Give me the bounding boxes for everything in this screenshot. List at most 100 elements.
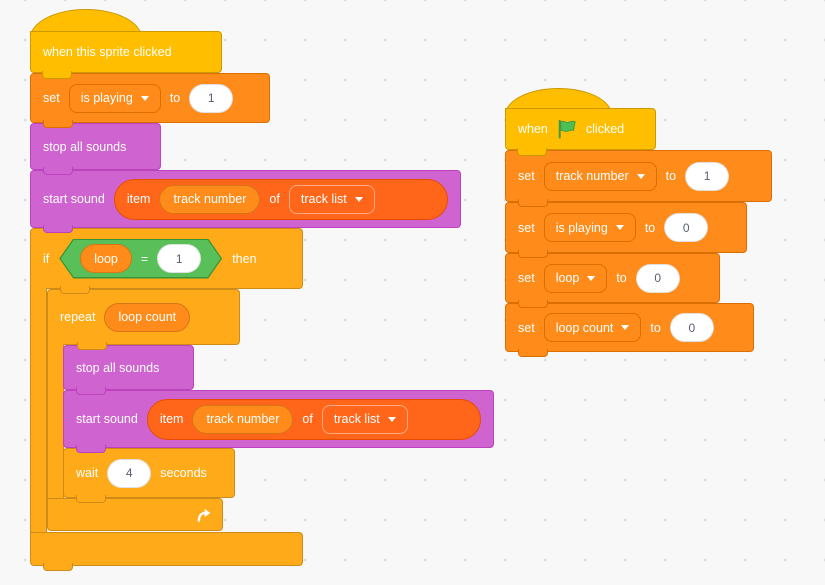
value-text: 1: [703, 169, 711, 183]
list-item-of-block[interactable]: item track number of track list: [113, 178, 448, 220]
block-connector-tab: [518, 300, 548, 308]
block-set-loop-count[interactable]: set loop count to 0: [505, 303, 754, 357]
block-when-flag-clicked[interactable]: when clicked: [505, 88, 656, 156]
block-connector-tab: [76, 445, 106, 453]
to-label: to: [644, 220, 656, 235]
block-connector-tab: [518, 250, 548, 258]
repeat-label: repeat: [60, 310, 96, 324]
dropdown-track-number[interactable]: track number: [543, 161, 657, 191]
equals-sign: =: [140, 251, 149, 266]
c-mouth-connector-tab: [77, 342, 107, 350]
block-repeat-header[interactable]: repeat loop count: [47, 289, 240, 350]
value-text: 0: [654, 271, 662, 285]
dropdown-is-playing[interactable]: is playing: [543, 213, 636, 242]
seconds-label: seconds: [160, 466, 207, 480]
if-label: if: [43, 251, 50, 266]
of-label: of: [302, 412, 313, 426]
set-label: set: [43, 91, 60, 105]
if-arm[interactable]: [30, 288, 47, 533]
value-text: 0: [682, 220, 690, 235]
block-connector-tab: [76, 495, 106, 503]
loop-arrow-icon: [197, 508, 211, 522]
set-label: set: [518, 271, 535, 285]
block-label: start sound: [43, 192, 105, 206]
variable-label: track number: [173, 192, 247, 206]
to-label: to: [616, 271, 627, 285]
dropdown-value: is playing: [80, 91, 133, 105]
dropdown-loop-count[interactable]: loop count: [543, 313, 642, 342]
dropdown-caret-icon: [354, 196, 363, 202]
block-start-sound-2[interactable]: start sound item track number of track l…: [63, 390, 494, 453]
block-connector-tab: [42, 71, 72, 79]
variable-pill-loop-count[interactable]: loop count: [104, 302, 191, 332]
block-label: stop all sounds: [43, 139, 127, 154]
dropdown-value: track list: [333, 412, 380, 426]
dropdown-value: is playing: [555, 220, 608, 235]
dropdown-caret-icon: [587, 275, 596, 281]
dropdown-caret-icon: [615, 225, 624, 230]
variable-pill-track-number[interactable]: track number: [159, 184, 261, 214]
of-label: of: [269, 192, 280, 206]
dropdown-caret-icon: [387, 416, 396, 422]
block-connector-tab: [76, 387, 106, 395]
variable-label: track number: [206, 412, 280, 426]
value-input[interactable]: 1: [189, 83, 234, 113]
value-text: 1: [175, 251, 183, 266]
operator-equals-block[interactable]: loop = 1: [59, 239, 222, 279]
value-input[interactable]: 0: [664, 213, 709, 242]
set-label: set: [518, 320, 535, 335]
block-stop-all-sounds-2[interactable]: stop all sounds: [63, 345, 194, 395]
variable-pill-track-number[interactable]: track number: [192, 404, 294, 434]
item-label: item: [159, 412, 184, 426]
block-connector-tab: [43, 167, 73, 175]
dropdown-is-playing[interactable]: is playing: [68, 83, 161, 113]
list-item-of-block[interactable]: item track number of track list: [146, 398, 481, 440]
value-input[interactable]: 0: [635, 263, 680, 293]
block-start-sound-1[interactable]: start sound item track number of track l…: [30, 170, 461, 233]
wait-seconds-input[interactable]: 4: [107, 458, 152, 488]
item-label: item: [126, 192, 151, 206]
if-footer[interactable]: [30, 532, 303, 571]
variable-label: loop count: [118, 310, 177, 324]
dropdown-caret-icon: [140, 95, 149, 101]
block-stop-all-sounds-1[interactable]: stop all sounds: [30, 123, 161, 175]
dropdown-track-list[interactable]: track list: [288, 184, 375, 214]
value-input[interactable]: 1: [157, 244, 201, 273]
variable-pill-loop[interactable]: loop: [80, 244, 132, 273]
block-connector-tab: [43, 225, 73, 233]
variable-label: loop: [94, 251, 118, 266]
block-wait[interactable]: wait 4 seconds: [63, 448, 235, 503]
value-text: 0: [688, 320, 696, 335]
value-input[interactable]: 0: [669, 313, 714, 342]
dropdown-track-list[interactable]: track list: [321, 404, 408, 434]
repeat-footer[interactable]: [47, 498, 223, 531]
set-label: set: [518, 169, 535, 183]
block-when-sprite-clicked[interactable]: when this sprite clicked: [30, 9, 222, 79]
repeat-arm[interactable]: [47, 344, 64, 499]
block-set-track-number[interactable]: set track number to 1: [505, 150, 772, 207]
block-set-is-playing[interactable]: set is playing to 1: [30, 73, 270, 128]
dropdown-value: track list: [300, 192, 347, 206]
wait-label: wait: [76, 466, 99, 480]
dropdown-value: loop: [555, 271, 580, 285]
to-label: to: [650, 320, 661, 335]
block-label: stop all sounds: [76, 360, 160, 375]
block-set-is-playing-0[interactable]: set is playing to 0: [505, 202, 747, 258]
block-set-loop[interactable]: set loop to 0: [505, 253, 720, 308]
hat-label: when this sprite clicked: [43, 45, 172, 59]
dropdown-loop[interactable]: loop: [543, 263, 608, 293]
value-input[interactable]: 1: [685, 161, 730, 191]
dropdown-value: loop count: [555, 320, 614, 335]
set-label: set: [518, 220, 535, 235]
block-if-header[interactable]: if loop = 1 then: [30, 228, 303, 294]
block-connector-tab: [517, 148, 547, 156]
to-label: to: [169, 91, 181, 105]
dropdown-caret-icon: [621, 325, 630, 330]
block-label: start sound: [76, 412, 138, 426]
then-label: then: [232, 251, 257, 266]
value-text: 4: [125, 466, 133, 480]
to-label: to: [665, 169, 677, 183]
block-connector-tab: [43, 563, 73, 571]
c-mouth-connector-tab: [60, 286, 90, 294]
